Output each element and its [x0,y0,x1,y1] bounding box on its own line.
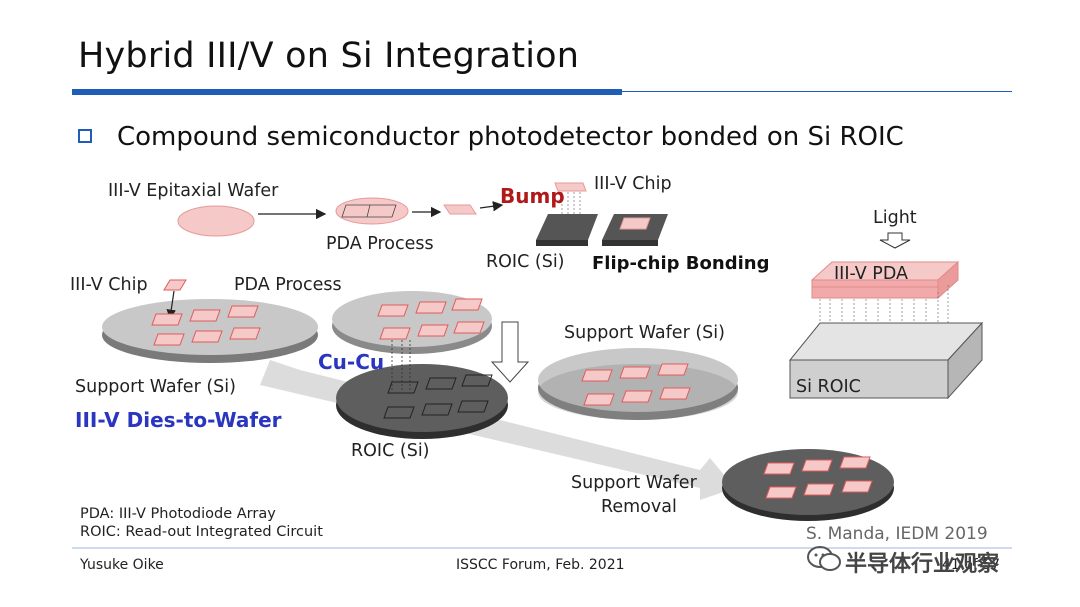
label-chip-top: III-V Chip [594,174,672,194]
dies-final [763,456,873,499]
label-support-wafer-left: Support Wafer (Si) [75,377,236,397]
title-rule-thin [622,91,1012,92]
note-pda-definition: PDA: III-V Photodiode Array [80,506,276,522]
iii-v-chip-marker [163,279,187,291]
cu-cu-lines [391,340,411,392]
flow-arrow-3 [479,201,504,212]
label-epitaxial-wafer: III-V Epitaxial Wafer [108,181,279,201]
dies-left [151,305,261,346]
label-cu-cu: Cu-Cu [318,350,385,374]
label-light: Light [873,208,917,228]
label-support-wafer-right: Support Wafer (Si) [564,323,725,343]
light-arrow [879,232,911,249]
epitaxial-wafer [177,205,255,237]
label-roic-center: ROIC (Si) [351,441,430,461]
footer-page-number: 41 of 57 [942,557,1001,573]
footer-author: Yusuke Oike [80,557,164,573]
roic-sites [383,374,493,419]
roic-wafer-center [336,364,508,432]
title-rule-accent [72,89,622,95]
source-credit: S. Manda, IEDM 2019 [806,524,988,544]
bullet-text: Compound semiconductor photodetector bon… [117,122,904,152]
bonding-down-arrow [490,321,530,383]
wechat-icon [806,545,842,573]
label-dies-to-wafer: III-V Dies-to-Wafer [75,408,282,432]
label-pda-process-top: PDA Process [326,234,434,254]
label-bump: Bump [500,184,565,208]
bullet-square-icon [78,129,92,143]
slide-title: Hybrid III/V on Si Integration [78,36,580,76]
note-roic-definition: ROIC: Read-out Integrated Circuit [80,524,323,540]
support-wafer-left [102,299,318,355]
footer-event: ISSCC Forum, Feb. 2021 [456,557,625,573]
pda-support-wafer [332,291,492,347]
label-flip-chip-bonding: Flip-chip Bonding [592,253,770,274]
label-roic-top: ROIC (Si) [486,252,565,272]
flipped-chip [554,182,587,192]
bonded-chip [619,217,651,230]
roic-block-left [536,214,598,240]
label-support-wafer-removal-2: Removal [601,497,677,517]
label-support-wafer-removal-1: Support Wafer [571,473,697,493]
dies-right [581,363,691,406]
label-si-roic: Si ROIC [796,377,861,397]
watermark-text: 半导体行业观察 [845,552,1000,577]
label-pda-process-mid: PDA Process [234,275,342,295]
iii-v-chip-small [443,204,477,215]
label-chip-left: III-V Chip [70,275,148,295]
dies-middle [377,298,485,340]
pda-wafer [335,197,409,225]
label-iii-v-pda: III-V PDA [834,264,908,284]
